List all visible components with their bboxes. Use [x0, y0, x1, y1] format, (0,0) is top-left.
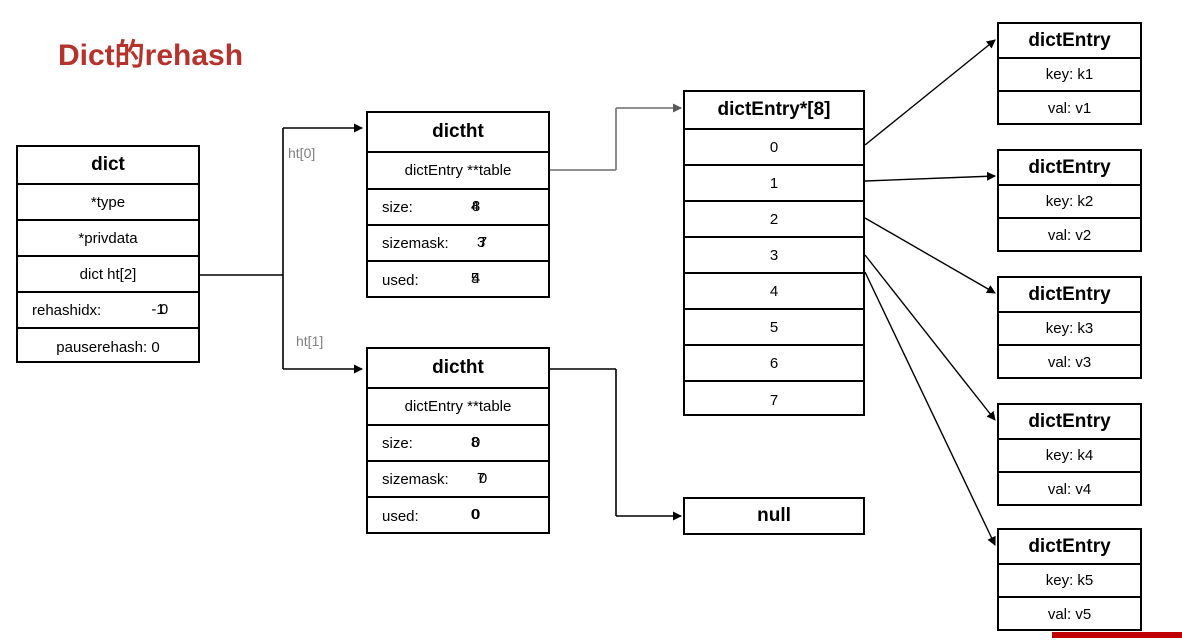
dictht-ht0-used-row: used: 4 5	[368, 262, 548, 298]
dictht-ht1-sizemask-value-b: 7	[476, 470, 486, 487]
bucket-slot-3: 3	[685, 238, 863, 274]
dictht-ht1-header: dictht	[368, 349, 548, 389]
dict-entry-1-header: dictEntry	[999, 24, 1140, 59]
edge-label-ht1: ht[1]	[296, 333, 324, 349]
dictht-ht1-used-label: used:	[382, 507, 419, 525]
bucket-slot-2: 2	[685, 202, 863, 238]
dict-rehashidx-label: rehashidx:	[32, 301, 102, 319]
dictht-ht1-used-value-b: 0	[470, 506, 480, 523]
bucket-slot-6: 6	[685, 346, 863, 382]
edge-slot3-entry4	[864, 254, 996, 421]
dictht-ht1-size-value-a: 0	[471, 434, 481, 451]
edge-ht1-to-null	[549, 368, 682, 521]
dictht-ht0-header: dictht	[368, 113, 548, 153]
dict-entry-2-key: key: k2	[999, 186, 1140, 219]
dictht-ht0-used-value-a: 4	[471, 270, 481, 287]
edge-label-ht0: ht[0]	[288, 145, 316, 161]
bucket-slot-4: 4	[685, 274, 863, 310]
dictht-ht0-size-value-b: 4	[470, 198, 480, 215]
bottom-accent-bar	[1052, 632, 1182, 638]
dict-rehashidx-value-b: 0	[159, 301, 169, 318]
dict-rehashidx-value-a: -1	[151, 301, 165, 318]
bucket-array-header: dictEntry*[8]	[685, 92, 863, 130]
dict-entry-box-2: dictEntry key: k2 val: v2	[997, 149, 1142, 252]
edge-slot1-entry2	[864, 171, 996, 182]
dict-row-rehashidx: rehashidx: -1 0	[18, 293, 198, 329]
bucket-slot-7: 7	[769, 391, 779, 409]
dict-entry-4-key: key: k4	[999, 440, 1140, 473]
dict-entry-3-val: val: v3	[1047, 354, 1092, 371]
dict-entry-2-val: val: v2	[1047, 227, 1092, 244]
dictht-ht0-sizemask-value-b: 3	[476, 234, 486, 251]
dict-entry-3-key: key: k3	[999, 313, 1140, 346]
dict-entry-box-4: dictEntry key: k4 val: v4	[997, 403, 1142, 506]
dict-entry-1-key: key: k1	[999, 59, 1140, 92]
dictht-ht0-sizemask-row: sizemask: 7 3	[368, 226, 548, 262]
edge-dict-to-dictht	[200, 123, 363, 374]
null-box-label: null	[757, 505, 791, 526]
dict-row-ht: dict ht[2]	[18, 257, 198, 293]
dictht-ht0-sizemask-value-a: 7	[478, 234, 488, 251]
dictht-ht0-used-value-b: 5	[470, 270, 480, 287]
dictht-ht1-box: dictht dictEntry **table size: 0 8 sizem…	[366, 347, 550, 534]
bucket-slot-0: 0	[685, 130, 863, 166]
dict-entry-4-val: val: v4	[1047, 481, 1092, 498]
dict-entry-3-header: dictEntry	[999, 278, 1140, 313]
dictht-ht1-used-value-a: 0	[471, 506, 481, 523]
dict-entry-5-val: val: v5	[1047, 606, 1092, 623]
dictht-ht0-box: dictht dictEntry **table size: 8 4 sizem…	[366, 111, 550, 298]
dictht-ht1-used-row: used: 0 0	[368, 498, 548, 534]
dict-entry-box-5: dictEntry key: k5 val: v5	[997, 528, 1142, 631]
bucket-slot-5: 5	[685, 310, 863, 346]
page-title: Dict的rehash	[58, 39, 244, 72]
dictht-ht0-size-label: size:	[382, 198, 413, 216]
dictht-ht0-size-row: size: 8 4	[368, 190, 548, 226]
dictht-ht1-sizemask-label: sizemask:	[382, 470, 449, 488]
dictht-ht1-table-row: dictEntry **table	[368, 389, 548, 426]
bucket-array-box: dictEntry*[8] 0 1 2 3 4 5 6 7	[683, 90, 865, 416]
null-box: null	[683, 497, 865, 535]
edge-ht0-table-to-array	[549, 103, 682, 171]
dictht-ht1-sizemask-row: sizemask: 0 7	[368, 462, 548, 498]
dictht-ht1-sizemask-value-a: 0	[478, 470, 488, 487]
dictht-ht1-size-label: size:	[382, 434, 413, 452]
dict-entry-box-1: dictEntry key: k1 val: v1	[997, 22, 1142, 125]
dictht-ht0-size-value-a: 8	[471, 198, 481, 215]
dict-entry-5-key: key: k5	[999, 565, 1140, 598]
dict-row-pauserehash: pauserehash: 0	[56, 338, 160, 356]
edge-slot4-entry5	[864, 271, 996, 546]
dictht-ht0-used-label: used:	[382, 271, 419, 289]
dictht-ht0-sizemask-label: sizemask:	[382, 234, 449, 252]
dict-entry-1-val: val: v1	[1047, 100, 1092, 117]
dictht-ht1-size-row: size: 0 8	[368, 426, 548, 462]
dict-entry-4-header: dictEntry	[999, 405, 1140, 440]
dict-row-type: *type	[18, 185, 198, 221]
edge-slot2-entry3	[864, 217, 996, 294]
dictht-ht0-table-row: dictEntry **table	[368, 153, 548, 190]
bucket-slot-1: 1	[685, 166, 863, 202]
dict-row-privdata: *privdata	[18, 221, 198, 257]
edge-slots-to-entries	[864, 39, 996, 546]
edge-slot0-entry1	[864, 39, 996, 146]
dict-entry-box-3: dictEntry key: k3 val: v3	[997, 276, 1142, 379]
dictht-ht1-size-value-b: 8	[470, 434, 480, 451]
dict-entry-2-header: dictEntry	[999, 151, 1140, 186]
dict-entry-5-header: dictEntry	[999, 530, 1140, 565]
dict-box: dict *type *privdata dict ht[2] rehashid…	[16, 145, 200, 363]
dict-box-header: dict	[18, 147, 198, 185]
